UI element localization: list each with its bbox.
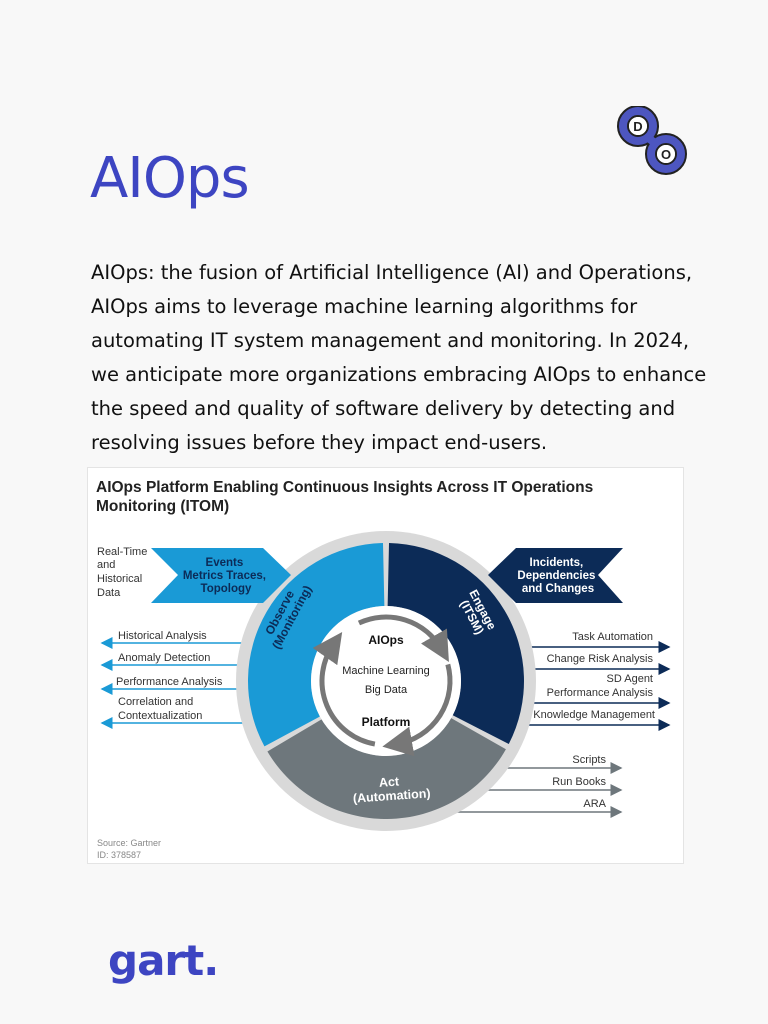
- svg-text:Engage (ITSM): Engage (ITSM): [455, 587, 501, 641]
- events-label: Topology: [201, 583, 252, 595]
- center-text: Machine Learning: [342, 665, 429, 677]
- svg-text:Act (Automation): Act (Automation): [351, 772, 431, 805]
- incidents-chevron: [488, 548, 623, 603]
- act-label: (Automation): [352, 786, 431, 805]
- svg-text:Events Metrics Traces,: Events Metrics Traces, Topology: [183, 557, 269, 595]
- engage-output: SD Agent: [607, 673, 653, 685]
- input-label: Data: [97, 587, 121, 599]
- svg-text:Incidents, Dependencies: Incidents, Dependencies and Changes: [517, 557, 598, 595]
- center-text: Big Data: [365, 684, 408, 696]
- input-label: and: [97, 559, 115, 571]
- observe-output: Contextualization: [118, 710, 202, 722]
- aiops-diagram: AIOps Platform Enabling Continuous Insig…: [87, 467, 684, 864]
- events-chevron: [151, 548, 291, 603]
- center-title: AIOps: [368, 633, 404, 647]
- engage-output: Performance Analysis: [547, 687, 654, 699]
- cycle-arrow-icon: [312, 631, 376, 747]
- observe-output: Correlation and: [118, 696, 193, 708]
- document-id: ID: 378587: [97, 850, 141, 860]
- logo-letter-d: D: [633, 119, 642, 134]
- engage-segment: [387, 543, 524, 744]
- devops-logo: D O: [617, 106, 687, 175]
- inner-circle: [311, 606, 461, 756]
- incidents-label: Incidents,: [530, 557, 584, 569]
- cycle-arrow-icon: [357, 614, 449, 662]
- cycle-arrow-icon: [382, 663, 453, 757]
- incidents-label: and Changes: [522, 583, 594, 595]
- logo-letter-o: O: [661, 147, 671, 162]
- observe-output: Anomaly Detection: [118, 652, 210, 664]
- engage-output: Task Automation: [572, 631, 653, 643]
- act-segment: [267, 718, 506, 820]
- observe-output: Performance Analysis: [116, 676, 223, 688]
- center-platform: Platform: [362, 715, 411, 729]
- page-title: AIOps: [90, 146, 250, 211]
- source-note: Source: Gartner: [97, 838, 161, 848]
- incidents-label: Dependencies: [517, 570, 595, 582]
- input-label: Historical: [97, 573, 142, 585]
- events-label: Events: [206, 557, 244, 569]
- svg-text:Real-Time and Hist: Real-Time and Historical Data: [97, 546, 150, 599]
- gart-brand-logo: gart.: [108, 936, 219, 985]
- engage-output: Knowledge Management: [533, 709, 655, 721]
- act-output: Run Books: [552, 776, 606, 788]
- act-label: Act: [378, 774, 400, 789]
- observe-output: Historical Analysis: [118, 630, 207, 642]
- diagram-title: AIOps Platform Enabling Continuous Insig…: [96, 479, 594, 515]
- events-label: Metrics Traces,: [183, 570, 266, 582]
- act-output: ARA: [583, 798, 606, 810]
- input-label: Real-Time: [97, 546, 147, 558]
- intro-paragraph: AIOps: the fusion of Artificial Intellig…: [91, 261, 707, 454]
- engage-output: Change Risk Analysis: [547, 653, 654, 665]
- act-output: Scripts: [572, 754, 606, 766]
